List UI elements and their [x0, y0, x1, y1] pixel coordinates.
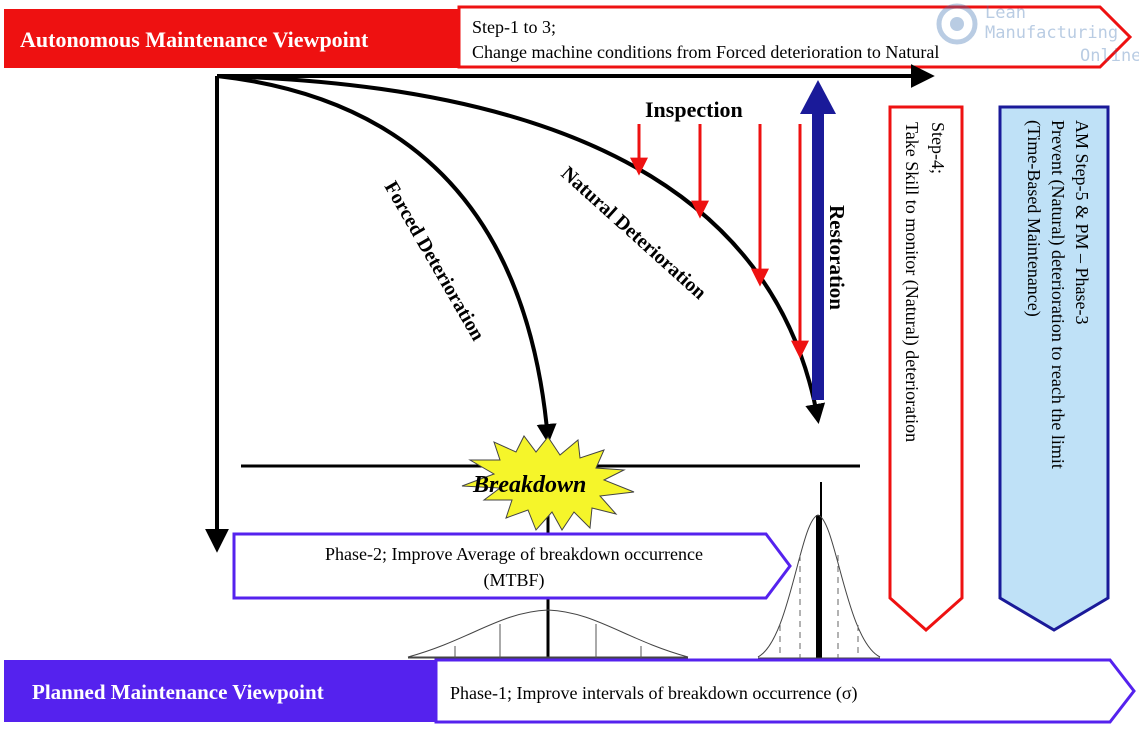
- breakdown-star: [461, 435, 635, 531]
- step4-line2: Take Skill to monitor (Natural) deterior…: [901, 122, 922, 442]
- watermark: Lean Manufacturing Online: [936, 3, 1139, 66]
- gear-icon: [936, 3, 978, 45]
- phase2-line1: Phase-2; Improve Average of breakdown oc…: [325, 544, 703, 564]
- watermark-line3: Online: [1080, 46, 1139, 66]
- wide-distribution-curve: [407, 609, 689, 658]
- phase1-arrow: [434, 658, 1136, 724]
- am5-line1: AM Step-5 & PM – Phase-3: [1072, 120, 1092, 325]
- wide-distribution-ticks: [454, 624, 642, 658]
- phase2-arrow: [232, 532, 792, 600]
- natural-deterioration-label: Natural Deterioration: [557, 162, 711, 304]
- am-arrow-line2: Change machine conditions from Forced de…: [472, 42, 939, 62]
- pm-title: Planned Maintenance Viewpoint: [32, 680, 324, 704]
- am5-arrow: [998, 105, 1110, 632]
- phase2-line2: (MTBF): [483, 570, 544, 591]
- step4-line1: Step-4;: [928, 122, 948, 174]
- forced-deterioration-curve: [216, 74, 557, 444]
- inspection-label: Inspection: [645, 97, 743, 122]
- am5-line2: Prevent (Natural) deterioration to reach…: [1047, 120, 1068, 469]
- phase1-label: Phase-1; Improve intervals of breakdown …: [450, 683, 858, 704]
- breakdown-label: Breakdown: [472, 472, 586, 498]
- am-title-bar: [4, 9, 458, 68]
- natural-deterioration-curve: [216, 74, 826, 424]
- restoration-shaft: [812, 110, 824, 400]
- restoration-arrowhead: [800, 80, 836, 114]
- step4-arrow: [888, 105, 964, 633]
- pm-title-bar: [4, 660, 436, 722]
- watermark-line1: Lean: [985, 3, 1026, 23]
- am5-line3: (Time-Based Maintenance): [1023, 120, 1044, 317]
- forced-deterioration-label: Forced Deterioration: [380, 178, 489, 345]
- narrow-distribution-curve: [757, 514, 881, 658]
- am-arrow-line1: Step-1 to 3;: [472, 17, 556, 37]
- watermark-line2: Manufacturing: [985, 23, 1118, 43]
- am-title: Autonomous Maintenance Viewpoint: [20, 27, 369, 52]
- restoration-label: Restoration: [825, 205, 849, 310]
- narrow-distribution-ticks: [779, 555, 859, 658]
- am-steps-arrow: [457, 5, 1133, 69]
